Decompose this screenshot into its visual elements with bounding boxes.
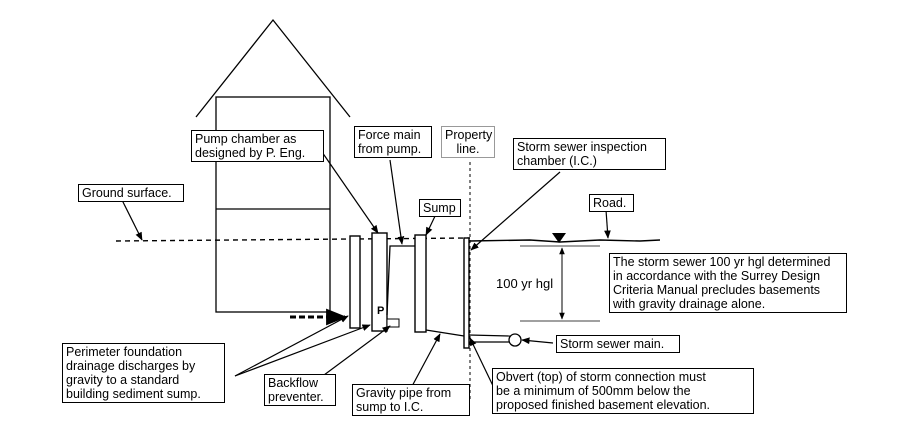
- arrow-gravity-pipe: [409, 333, 441, 391]
- road-label: Road.: [589, 194, 634, 212]
- hgl-note-label: The storm sewer 100 yr hgl determined in…: [609, 253, 847, 313]
- arrow-storm-ic: [470, 171, 561, 251]
- chambers: [349, 232, 470, 349]
- pump-chamber: [371, 232, 388, 332]
- pump-chamber-label: Pump chamber as designed by P. Eng.: [191, 130, 324, 162]
- house-wall: [215, 96, 331, 313]
- sump-label: Sump: [419, 199, 461, 217]
- property-line-label: Property line.: [441, 126, 495, 158]
- callout-arrows: [121, 151, 611, 391]
- gravity-pipe: [425, 329, 465, 337]
- arrow-road: [604, 209, 611, 239]
- hgl-triangle: [552, 233, 566, 243]
- inspection-chamber: [463, 237, 470, 349]
- arrow-perimeter-1: [234, 315, 349, 377]
- force-main-label: Force main from pump.: [354, 126, 432, 158]
- force-main-pipe: [386, 245, 415, 316]
- sediment-sump-left: [349, 235, 361, 329]
- arrow-pump-chamber: [321, 151, 379, 234]
- backflow-preventer: [386, 318, 400, 328]
- arrow-obvert: [469, 337, 496, 391]
- arrow-storm-main: [521, 337, 554, 345]
- storm-connection-top: [468, 334, 511, 337]
- perimeter-label: Perimeter foundation drainage discharges…: [62, 343, 225, 403]
- hgl-level-text: 100 yr hgl: [496, 276, 554, 291]
- pump-letter: P: [377, 305, 385, 317]
- arrow-backflow: [319, 325, 391, 379]
- road-surface: [469, 239, 661, 243]
- backflow-label: Backflow preventer.: [264, 374, 336, 406]
- house: [195, 18, 351, 313]
- gravity-pipe-label: Gravity pipe from sump to I.C.: [352, 384, 470, 416]
- sump-chamber: [414, 234, 427, 333]
- house-roof: [195, 18, 351, 118]
- storm-sewer-main-circle: [508, 333, 522, 347]
- obvert-label: Obvert (top) of storm connection must be…: [492, 368, 754, 414]
- arrow-perimeter-2: [234, 324, 371, 377]
- storm-main-label: Storm sewer main.: [556, 335, 680, 353]
- storm-ic-label: Storm sewer inspection chamber (I.C.): [513, 138, 666, 170]
- arrow-force-main: [389, 159, 405, 245]
- arrow-ground-surface: [121, 199, 143, 241]
- ground-surface-label: Ground surface.: [78, 184, 184, 202]
